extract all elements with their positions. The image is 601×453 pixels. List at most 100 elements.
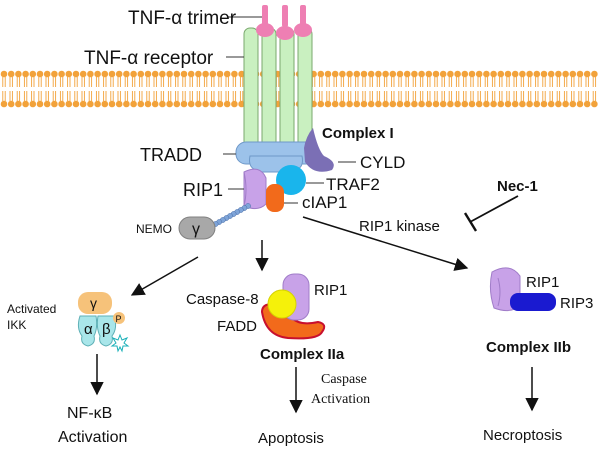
ikk-beta-label: β [102,321,111,338]
lipid-head [353,70,361,78]
tnf-receptor-label: TNF-α receptor [84,48,214,69]
lipid-head [15,100,22,108]
lipid-tail [506,91,510,101]
lipid-head [180,70,188,78]
nfkb-activation-label: Activation [58,429,127,446]
lipid-tail [427,91,431,101]
lipid-tail [592,91,597,101]
lipid-head [468,100,476,108]
lipid-head [497,100,505,108]
lipid-tail [441,91,445,101]
lipid-tail [362,91,366,101]
lipid-tail [52,91,57,101]
lipid-head [367,70,375,78]
lipid-head [483,70,490,78]
lipid-tail [239,91,244,101]
lipid-head [519,100,526,108]
lipid-tail [542,77,546,87]
lipid-tail [88,77,93,87]
lipid-head [72,100,80,108]
lipid-head [324,70,332,78]
lipid-head [79,70,87,78]
lipid-head [51,70,58,78]
activated-label: Activated [7,302,56,316]
lipid-head [454,70,461,78]
lipid-head [533,70,541,78]
lipid-tail [59,91,64,101]
lipid-head [223,100,231,108]
lipid-tail [484,77,489,87]
lipid-head [151,70,159,78]
lipid-tail [326,77,330,87]
lipid-tail [16,91,21,101]
nemo-protein [178,216,216,240]
lipid-head [180,100,188,108]
lipid-tail [131,91,136,101]
lipid-head [396,100,404,108]
lipid-head [526,70,533,78]
lipid-head [223,70,231,78]
lipid-tail [470,91,474,101]
lipid-tail [38,91,42,101]
lipid-tail [225,77,229,87]
lipid-head [58,100,65,108]
lipid-tail [585,91,589,101]
lipid-head [382,70,389,78]
lipid-tail [9,91,13,101]
lipid-tail [369,77,373,87]
lipid-tail [391,91,395,101]
lipid-tail [211,77,215,87]
lipid-head [87,70,94,78]
lipid-tail [52,77,57,87]
lipid-tail [455,91,460,101]
lipid-tail [520,77,525,87]
lipid-tail [383,91,388,101]
lipid-head [123,70,130,78]
lipid-head [72,70,80,78]
lipid-tail [225,91,229,101]
lipid-tail [398,91,402,101]
lipid-head [123,100,130,108]
lipid-tail [232,77,237,87]
lipid-head [555,100,562,108]
lipid-head [187,70,195,78]
lipid-tail [571,77,575,87]
lipid-head [331,70,339,78]
lipid-tail [311,91,316,101]
ikk-label: IKK [7,318,26,332]
lipid-head [166,100,173,108]
tnf-trimer-label: TNF-α trimer [128,8,237,29]
caspase8-label: Caspase-8 [186,291,259,308]
lipid-tail [196,91,201,101]
lipid-head [540,100,548,108]
tradd-label: TRADD [140,145,202,165]
lipid-tail [189,77,193,87]
lipid-tail [218,91,222,101]
lipid-head [324,100,332,108]
lipid-tail [2,77,6,87]
ikk-alpha-subunit [77,315,98,347]
ikk-gamma-label: γ [90,295,97,311]
lipid-tail [23,77,28,87]
lipid-tail [131,77,136,87]
lipid-tail [275,91,280,101]
lipid-head [346,100,353,108]
lipid-head [58,70,65,78]
lipid-head [108,100,116,108]
lipid-head [231,100,238,108]
lipid-tail [412,77,417,87]
caspase-activation-label: Activation [311,392,370,407]
lipid-head [555,70,562,78]
lipid-tail [239,77,244,87]
lipid-head [360,70,368,78]
lipid-head [51,100,58,108]
lipid-head [65,100,73,108]
lipid-head [367,100,375,108]
lipid-head [144,100,152,108]
lipid-head [159,70,166,78]
lipid-tail [45,91,49,101]
lipid-tail [275,77,280,87]
lipid-tail [9,77,13,87]
lipid-tail [362,77,366,87]
rip1-kinase-label: RIP1 kinase [359,218,440,235]
